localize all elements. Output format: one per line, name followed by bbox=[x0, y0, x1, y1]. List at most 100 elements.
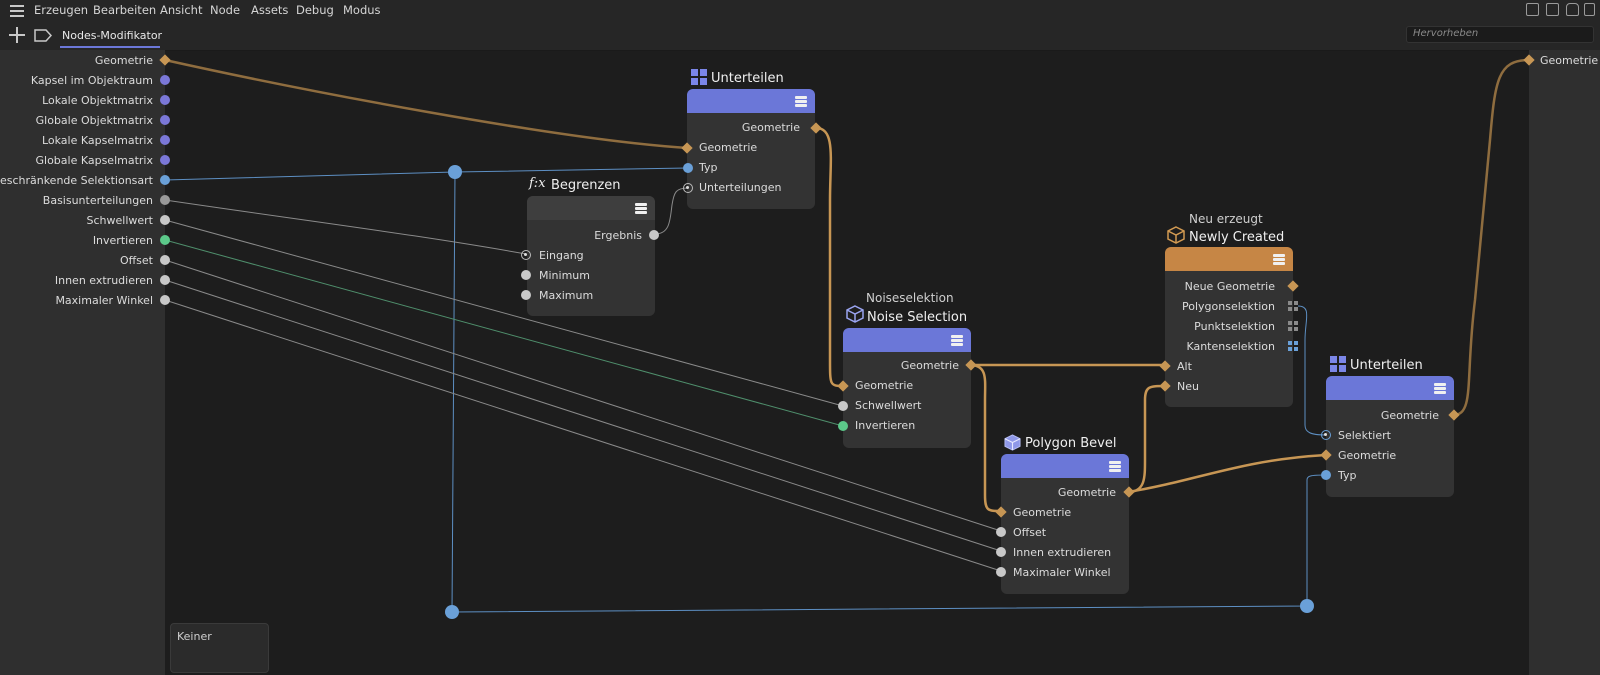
node-body[interactable]: Geometrie Selektiert Geometrie Typ bbox=[1326, 376, 1454, 497]
matrix-port-icon[interactable] bbox=[160, 95, 170, 105]
float-port-icon[interactable] bbox=[160, 215, 170, 225]
panel-left-icon[interactable] bbox=[1526, 3, 1539, 16]
input-label: Eingang bbox=[539, 249, 584, 262]
node-menu-icon[interactable] bbox=[951, 335, 963, 346]
float-port-icon[interactable] bbox=[996, 547, 1006, 557]
node-title: Unterteilen bbox=[711, 71, 784, 86]
subdivide-icon bbox=[691, 69, 707, 85]
input-label: Neu bbox=[1177, 380, 1199, 393]
int-port-icon[interactable] bbox=[683, 163, 693, 173]
matrix-port-icon[interactable] bbox=[160, 115, 170, 125]
wire-polygonselektion bbox=[1297, 305, 1327, 436]
bool-port-icon[interactable] bbox=[160, 235, 170, 245]
node-menu-icon[interactable] bbox=[795, 96, 807, 107]
menu-modus[interactable]: Modus bbox=[343, 3, 381, 17]
wire-schwellwert bbox=[164, 219, 844, 407]
output-port-geometrie: Geometrie bbox=[1540, 54, 1599, 67]
int-port-icon[interactable] bbox=[160, 175, 170, 185]
float-port-icon[interactable] bbox=[521, 290, 531, 300]
tab-active-indicator bbox=[60, 46, 160, 48]
port-basisunterteilungen: Basisunterteilungen bbox=[42, 194, 153, 207]
search-input[interactable]: Hervorheben bbox=[1406, 26, 1594, 43]
selection-port-icon[interactable] bbox=[1321, 430, 1331, 440]
input-label: Offset bbox=[1013, 526, 1047, 539]
float-port-icon[interactable] bbox=[521, 270, 531, 280]
wire-maximaler-winkel bbox=[164, 299, 1002, 572]
menu-debug[interactable]: Debug bbox=[296, 3, 334, 17]
input-label: Typ bbox=[699, 161, 718, 174]
node-body[interactable]: Geometrie Geometrie Offset Innen extrudi… bbox=[1001, 454, 1129, 594]
menu-assets[interactable]: Assets bbox=[251, 3, 289, 17]
add-tab-icon[interactable] bbox=[8, 26, 26, 44]
port-lokale-objektmatrix: Lokale Objektmatrix bbox=[42, 94, 153, 107]
input-label: Invertieren bbox=[855, 419, 916, 432]
output-label: Geometrie bbox=[900, 359, 959, 372]
output-label: Ergebnis bbox=[594, 229, 642, 242]
port-kapsel-objektraum: Kapsel im Objektraum bbox=[30, 74, 153, 87]
node-menu-icon[interactable] bbox=[1109, 461, 1121, 472]
input-label: Geometrie bbox=[699, 141, 758, 154]
input-label: Alt bbox=[1177, 360, 1192, 373]
noise-cube-icon bbox=[846, 305, 864, 323]
port-globale-kapselmatrix: Globale Kapselmatrix bbox=[35, 154, 153, 167]
matrix-port-icon[interactable] bbox=[160, 135, 170, 145]
float-port-icon[interactable] bbox=[996, 527, 1006, 537]
input-label: Minimum bbox=[539, 269, 590, 282]
output-label: Geometrie bbox=[741, 121, 800, 134]
wire-unterteilen1-to-noise bbox=[815, 126, 844, 388]
input-label: Selektiert bbox=[1338, 429, 1391, 442]
float-port-icon[interactable] bbox=[160, 255, 170, 265]
port-selektionsart: Beschränkende Selektionsart bbox=[0, 174, 153, 187]
float-port-icon[interactable] bbox=[996, 567, 1006, 577]
node-subtitle: Neu erzeugt bbox=[1189, 212, 1263, 226]
port-maximaler-winkel: Maximaler Winkel bbox=[55, 294, 153, 307]
expand-icon[interactable] bbox=[1584, 3, 1595, 16]
selection-port-icon[interactable] bbox=[1288, 301, 1298, 311]
wire-bevel-to-unterteilen2 bbox=[1127, 453, 1327, 494]
menu-node[interactable]: Node bbox=[210, 3, 241, 17]
lock-icon[interactable] bbox=[1566, 3, 1579, 16]
panel-right-icon[interactable] bbox=[1546, 3, 1559, 16]
tab-nodes-modifikator[interactable]: Nodes-Modifikator bbox=[62, 29, 163, 42]
tag-icon[interactable] bbox=[34, 29, 52, 42]
node-body[interactable]: Geometrie Geometrie Typ Unterteilungen bbox=[687, 89, 815, 209]
keiner-box[interactable]: Keiner bbox=[170, 623, 269, 673]
float-port-icon[interactable] bbox=[160, 295, 170, 305]
wire-bevel-to-newly-neu bbox=[1127, 384, 1166, 494]
float-port-icon[interactable] bbox=[649, 230, 659, 240]
port-schwellwert: Schwellwert bbox=[86, 214, 153, 227]
int-port-icon[interactable] bbox=[683, 183, 693, 193]
float-port-icon[interactable] bbox=[521, 250, 531, 260]
node-menu-icon[interactable] bbox=[1434, 383, 1446, 394]
int-port-icon[interactable] bbox=[1321, 470, 1331, 480]
wire-innen-extrudieren bbox=[164, 279, 1002, 552]
selection-port-icon[interactable] bbox=[1288, 341, 1298, 351]
input-label: Maximaler Winkel bbox=[1013, 566, 1111, 579]
bool-port-icon[interactable] bbox=[838, 421, 848, 431]
selection-port-icon[interactable] bbox=[1288, 321, 1298, 331]
menu-erzeugen[interactable]: Erzeugen bbox=[34, 3, 89, 17]
int-port-icon[interactable] bbox=[160, 195, 170, 205]
node-body[interactable]: Geometrie Geometrie Schwellwert Invertie… bbox=[843, 328, 971, 448]
output-ports-panel bbox=[1529, 50, 1600, 675]
menu-ansicht[interactable]: Ansicht bbox=[160, 3, 203, 17]
node-menu-icon[interactable] bbox=[635, 203, 647, 214]
matrix-port-icon[interactable] bbox=[160, 155, 170, 165]
node-title: Polygon Bevel bbox=[1025, 436, 1117, 451]
node-body[interactable]: Neue Geometrie Polygonselektion Punktsel… bbox=[1165, 247, 1293, 407]
port-globale-objektmatrix: Globale Objektmatrix bbox=[35, 114, 153, 127]
node-header bbox=[687, 89, 815, 113]
float-port-icon[interactable] bbox=[838, 401, 848, 411]
float-port-icon[interactable] bbox=[160, 275, 170, 285]
matrix-port-icon[interactable] bbox=[160, 75, 170, 85]
node-body[interactable]: Ergebnis Eingang Minimum Maximum bbox=[527, 196, 655, 316]
node-menu-icon[interactable] bbox=[1273, 254, 1285, 265]
hamburger-menu-icon[interactable] bbox=[10, 5, 24, 17]
port-innen-extrudieren: Innen extrudieren bbox=[54, 274, 153, 287]
input-label: Typ bbox=[1338, 469, 1357, 482]
menu-bearbeiten[interactable]: Bearbeiten bbox=[93, 3, 157, 17]
input-label: Schwellwert bbox=[855, 399, 922, 412]
node-header bbox=[527, 196, 655, 220]
node-title: Newly Created bbox=[1189, 230, 1285, 245]
